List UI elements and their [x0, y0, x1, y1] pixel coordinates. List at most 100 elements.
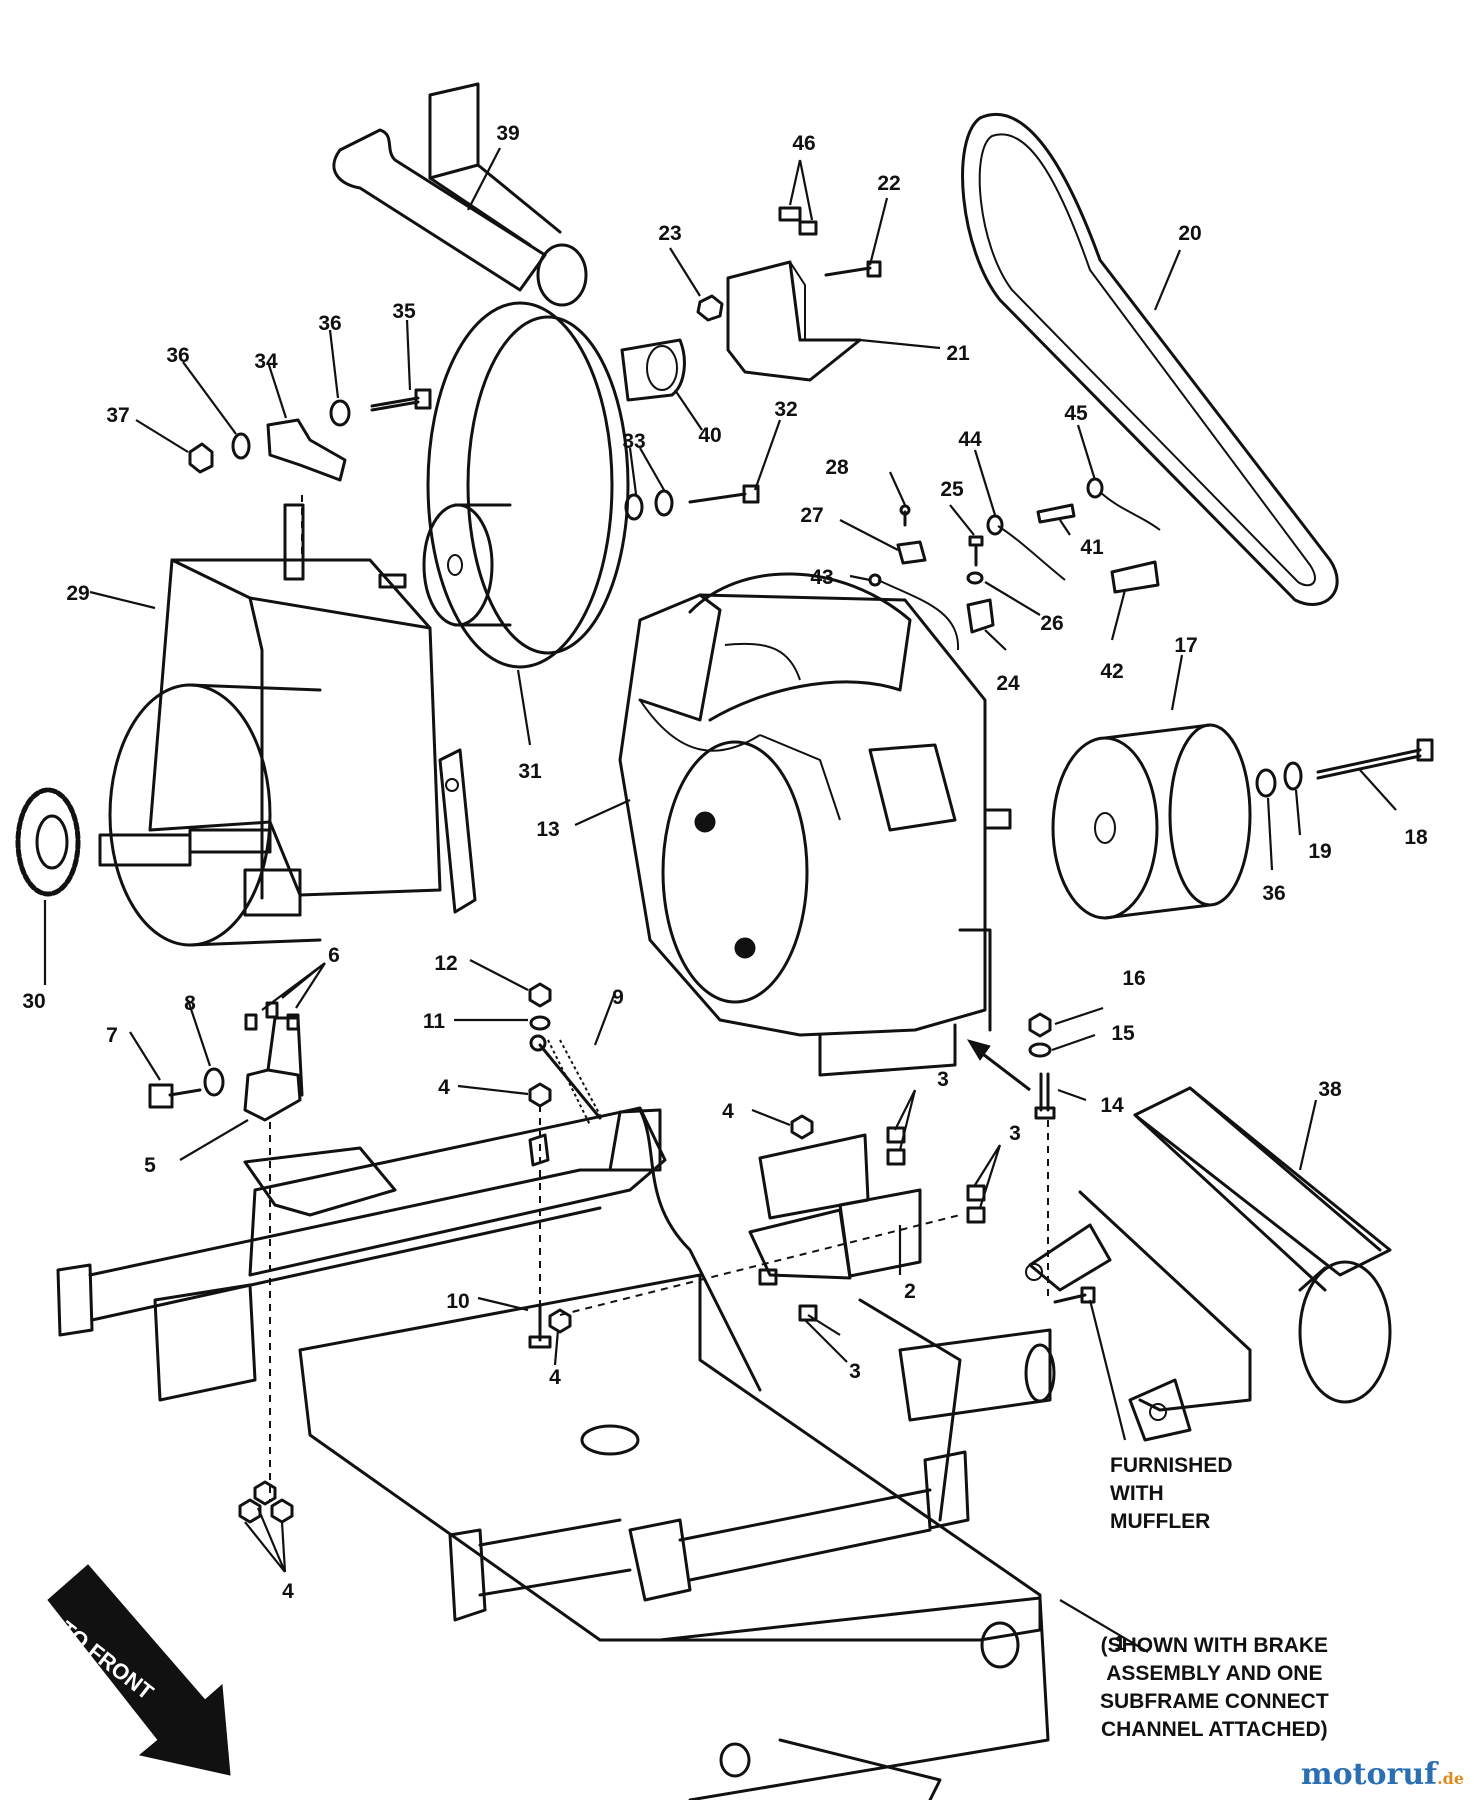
callout-5: 5: [144, 1154, 156, 1177]
callout-36-c: 36: [1262, 882, 1285, 905]
callout-21: 21: [946, 342, 970, 365]
callout-35: 35: [392, 300, 416, 323]
callout-36-b: 36: [318, 312, 341, 335]
callout-44: 44: [958, 428, 982, 451]
callout-11: 11: [423, 1010, 446, 1033]
watermark-tld: .de: [1437, 1769, 1464, 1788]
washer-19: [1283, 761, 1303, 791]
engine-bracket: [726, 260, 862, 382]
callout-7: 7: [106, 1024, 118, 1047]
callout-20: 20: [1178, 222, 1201, 245]
callout-10: 10: [446, 1290, 469, 1313]
callout-36-a: 36: [166, 344, 189, 367]
callout-29: 29: [66, 582, 89, 605]
clip-27: [896, 540, 927, 565]
washers-33: [624, 489, 674, 521]
callout-38: 38: [1318, 1078, 1342, 1101]
gearbox-housing: [148, 503, 442, 900]
callout-22: 22: [877, 172, 900, 195]
bracket-5: [243, 1016, 304, 1122]
callout-45: 45: [1064, 402, 1088, 425]
to-front-arrow: [47, 1564, 231, 1776]
subframe-channel-2: [748, 1133, 922, 1280]
callout-23: 23: [658, 222, 681, 245]
screws-46: [778, 206, 818, 236]
washer-8: [203, 1067, 225, 1097]
drive-belt: [961, 112, 1339, 606]
callout-31: 31: [518, 760, 542, 783]
washer-36c: [1255, 768, 1277, 798]
callout-33: 33: [622, 430, 645, 453]
bolts-6: [244, 1001, 300, 1031]
main-frame: [56, 1106, 1056, 1800]
note-shown-with-brake: (SHOWN WITH BRAKE ASSEMBLY AND ONE SUBFR…: [1100, 1632, 1329, 1744]
note-line: MUFFLER: [1110, 1510, 1211, 1533]
washer-36a: [231, 432, 251, 460]
bolt-7: [148, 1083, 202, 1109]
callout-3-a: 3: [937, 1068, 949, 1091]
callout-3-b: 3: [1009, 1122, 1021, 1145]
callout-39: 39: [496, 122, 519, 145]
callout-4-c: 4: [549, 1366, 561, 1389]
bracket-bolt: [824, 260, 882, 278]
callout-6: 6: [328, 944, 340, 967]
washer-26: [966, 571, 984, 585]
washer-15: [1028, 1042, 1052, 1058]
note-line: SUBFRAME CONNECT: [1100, 1690, 1329, 1713]
callout-1: 1: [1114, 1632, 1126, 1655]
callout-27: 27: [800, 504, 823, 527]
drive-sprocket: [15, 787, 81, 897]
note-line: WITH: [1110, 1482, 1164, 1505]
callout-18: 18: [1404, 826, 1428, 849]
nut-4a: [528, 1082, 552, 1108]
callout-labels: 1 2 3 3 3 3 4 4 4 4 5 6 7 8 9 10 11 12 1…: [22, 122, 1428, 1655]
bolt-35: [370, 388, 432, 412]
watermark-logo: motoruf.de: [1301, 1757, 1464, 1792]
callout-4-d: 4: [282, 1580, 294, 1603]
variable-pulley-31: [422, 301, 630, 669]
callout-15: 15: [1111, 1022, 1135, 1045]
callout-13: 13: [536, 818, 559, 841]
note-line: (SHOWN WITH BRAKE: [1100, 1634, 1329, 1657]
callout-28: 28: [825, 456, 849, 479]
bolt-32: [688, 484, 760, 504]
callout-37: 37: [106, 404, 129, 427]
callout-43: 43: [810, 566, 833, 589]
watermark-name: motoruf: [1300, 1757, 1438, 1792]
bracket-42: [1110, 560, 1160, 594]
bolts-3: [758, 1126, 986, 1322]
bolt-18: [1316, 738, 1434, 780]
callout-40: 40: [698, 424, 721, 447]
callout-42: 42: [1100, 660, 1123, 683]
wire-45: [1086, 477, 1161, 531]
washer-36b: [329, 399, 351, 427]
leader-lines: [43, 147, 1397, 1653]
callout-25: 25: [940, 478, 964, 501]
note-line: ASSEMBLY AND ONE: [1106, 1662, 1323, 1685]
note-furnished-with-muffler: FURNISHED WITH MUFFLER: [1110, 1452, 1233, 1536]
callout-16: 16: [1122, 967, 1145, 990]
engine-pulley-17: [1051, 723, 1252, 920]
bracket-41: [1036, 503, 1076, 524]
callout-8: 8: [184, 992, 196, 1015]
callout-32: 32: [774, 398, 797, 421]
pivot-bracket-34: [266, 418, 347, 482]
note-line: FURNISHED: [1110, 1454, 1233, 1477]
callout-3-c: 3: [849, 1360, 861, 1383]
bolt-14: [1034, 1072, 1056, 1120]
callout-14: 14: [1100, 1094, 1124, 1117]
muffler: [1025, 1086, 1392, 1442]
callout-26: 26: [1040, 612, 1063, 635]
gearbox-lever: [438, 748, 477, 914]
callout-4-a: 4: [438, 1076, 450, 1099]
callout-46: 46: [792, 132, 815, 155]
exhaust-pipe: [332, 82, 588, 307]
nut-4b: [790, 1114, 814, 1140]
nut-16: [1028, 1012, 1052, 1038]
callout-30: 30: [22, 990, 45, 1013]
nut-37: [188, 442, 214, 474]
screw-28: [899, 504, 911, 527]
callout-9: 9: [612, 986, 624, 1009]
